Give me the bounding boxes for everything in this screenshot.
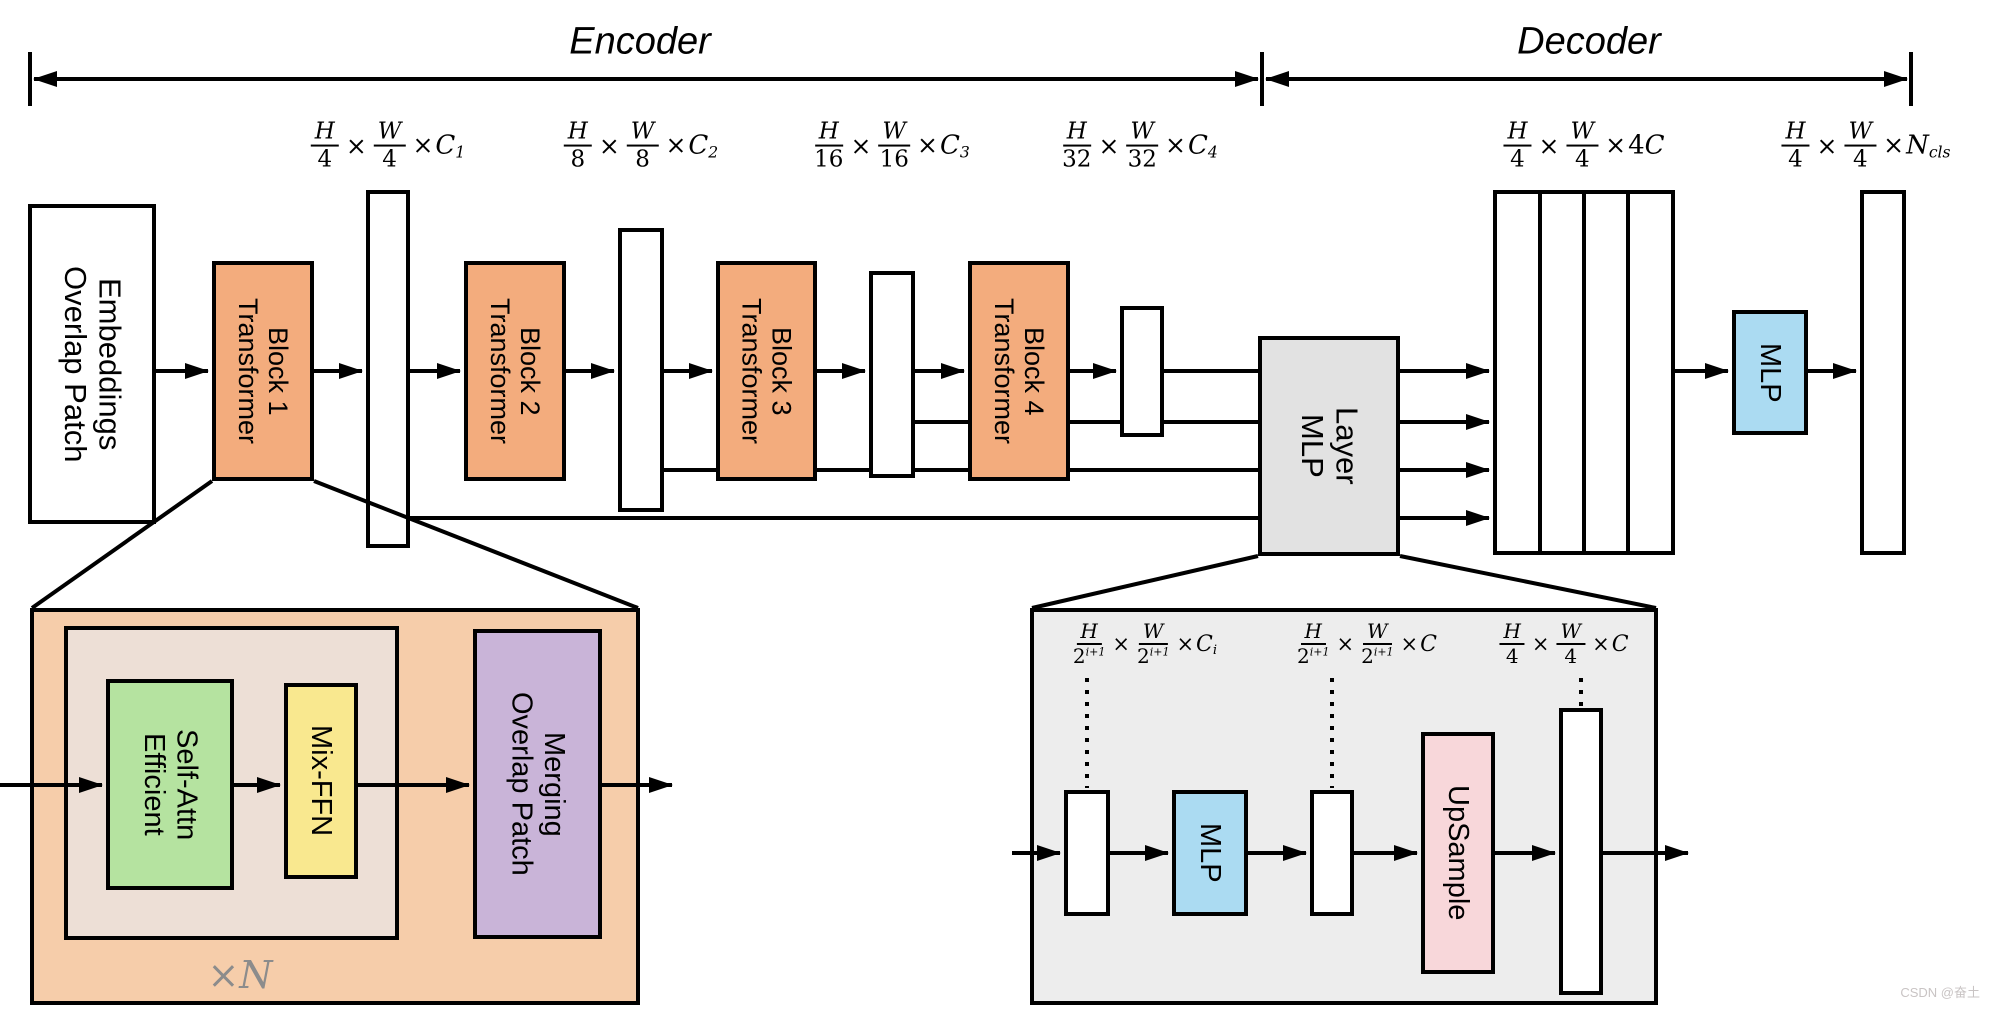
decoder-flow-arrows [1400, 363, 1857, 526]
zoom-connector-diagonals [30, 479, 1657, 610]
encoder-decoder-span-arrows [28, 52, 1913, 106]
dim-label-dotted-leaders [1085, 678, 1583, 788]
